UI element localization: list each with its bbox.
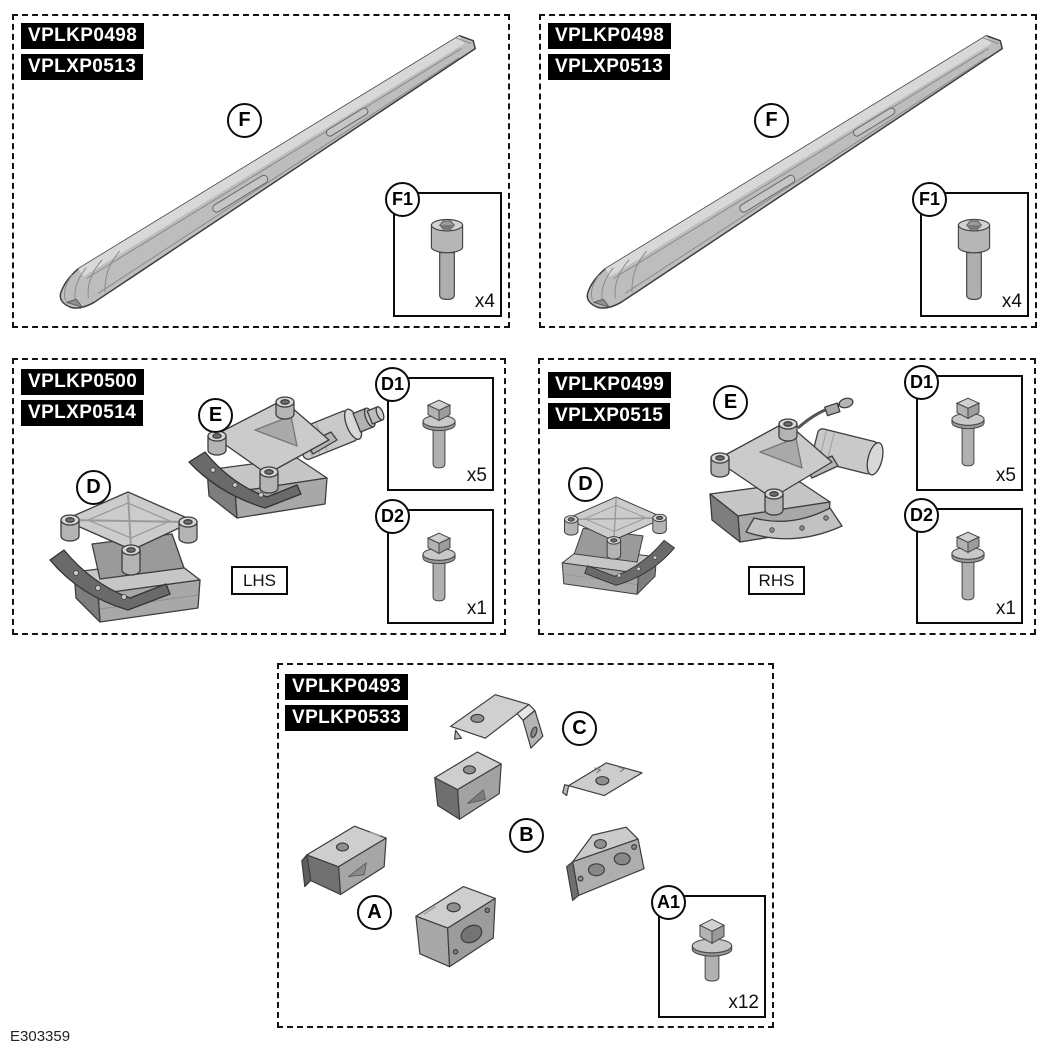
arched-mount-block bbox=[415, 885, 496, 968]
callout-d: D bbox=[568, 467, 603, 502]
mount-bracket-illustration bbox=[49, 491, 201, 623]
part-code-chip: VPLKP0493 bbox=[285, 674, 409, 700]
quantity-label: x1 bbox=[995, 598, 1016, 619]
callout-d1: D1 bbox=[375, 367, 410, 402]
part-code-chip: VPLKP0498 bbox=[548, 23, 672, 49]
cap-screw-icon bbox=[957, 218, 991, 301]
deploy-motor-unit-illustration bbox=[708, 395, 888, 544]
callout-e: E bbox=[713, 385, 748, 420]
part-code-chip: VPLKP0498 bbox=[21, 23, 145, 49]
washer-bolt-icon bbox=[691, 918, 733, 982]
panel-step-kit-right: VPLKP0498 VPLXP0513 F x4 F1 bbox=[539, 14, 1037, 328]
callout-a: A bbox=[357, 895, 392, 930]
part-code-chip: VPLKP0533 bbox=[285, 705, 409, 731]
part-code-chip: VPLXP0514 bbox=[21, 400, 144, 426]
quantity-label: x4 bbox=[1001, 291, 1022, 312]
callout-f1: F1 bbox=[912, 182, 947, 217]
callout-d2: D2 bbox=[375, 499, 410, 534]
panel-step-kit-left: VPLKP0498 VPLXP0513 F x4 F1 bbox=[12, 14, 510, 328]
flange-bolt-icon bbox=[951, 531, 985, 601]
quantity-label: x12 bbox=[728, 992, 759, 1013]
part-code-chip: VPLKP0500 bbox=[21, 369, 145, 395]
quantity-label: x1 bbox=[466, 598, 487, 619]
wedge-mount-block bbox=[301, 825, 387, 896]
callout-e: E bbox=[198, 398, 233, 433]
mount-bracket-illustration bbox=[561, 496, 676, 596]
bent-sheet-bracket bbox=[450, 694, 544, 749]
side-label-rhs: RHS bbox=[748, 566, 805, 595]
callout-b: B bbox=[509, 818, 544, 853]
panel-mechanism-rhs: VPLKP0499 VPLXP0515 E D RHS x5 D1 x1 D2 bbox=[538, 358, 1036, 635]
flat-plate-bracket bbox=[562, 762, 643, 797]
quantity-label: x5 bbox=[995, 465, 1016, 486]
figure-code: E303359 bbox=[10, 1028, 71, 1045]
callout-a1: A1 bbox=[651, 885, 686, 920]
side-label-lhs: LHS bbox=[231, 566, 288, 595]
bracket-set-illustration bbox=[301, 694, 645, 968]
callout-f: F bbox=[227, 103, 262, 138]
part-code-chip: VPLXP0515 bbox=[548, 403, 671, 429]
part-code-chip: VPLKP0499 bbox=[548, 372, 672, 398]
panel-fitting-kit: VPLKP0493 VPLKP0533 C B A x12 A1 bbox=[277, 663, 774, 1028]
callout-c: C bbox=[562, 711, 597, 746]
flange-bolt-icon bbox=[422, 532, 456, 602]
quantity-label: x5 bbox=[466, 465, 487, 486]
callout-d1: D1 bbox=[904, 365, 939, 400]
wedge-block-bracket bbox=[434, 751, 502, 820]
callout-f1: F1 bbox=[385, 182, 420, 217]
panel-mechanism-lhs: VPLKP0500 VPLXP0514 E D LHS x5 D1 x1 D2 bbox=[12, 358, 506, 635]
cap-screw-icon bbox=[430, 218, 464, 301]
flange-bolt-icon bbox=[422, 399, 456, 469]
part-code-chip: VPLXP0513 bbox=[21, 54, 144, 80]
multi-hole-block bbox=[566, 826, 645, 901]
callout-d2: D2 bbox=[904, 498, 939, 533]
callout-f: F bbox=[754, 103, 789, 138]
callout-d: D bbox=[76, 470, 111, 505]
part-code-chip: VPLXP0513 bbox=[548, 54, 671, 80]
quantity-label: x4 bbox=[474, 291, 495, 312]
flange-bolt-icon bbox=[951, 397, 985, 467]
